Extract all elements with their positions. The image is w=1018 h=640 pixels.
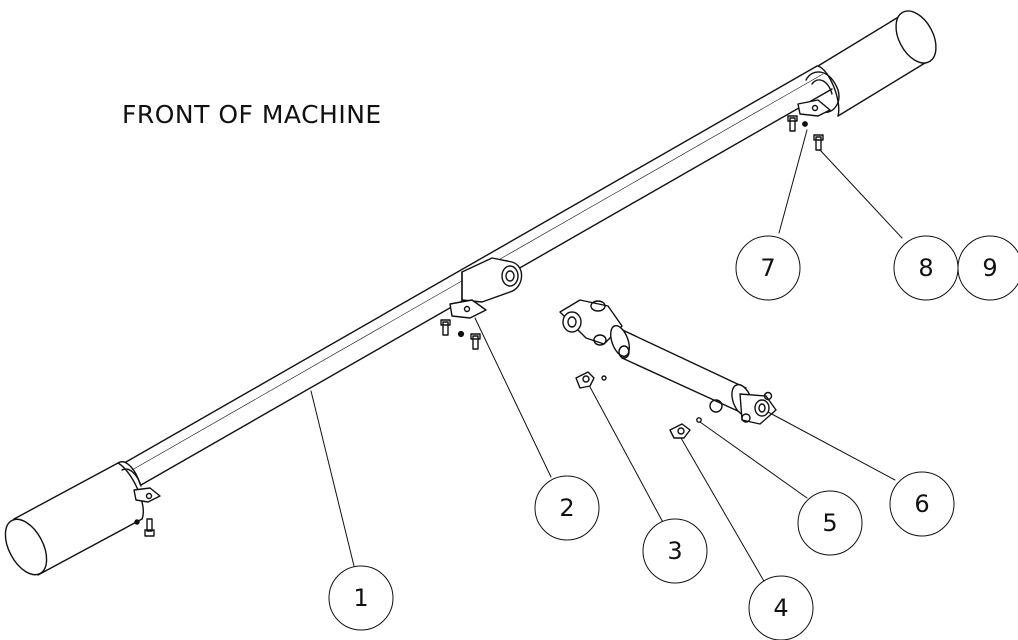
callout-bubble-4 — [748, 575, 814, 640]
fitting-part-3 — [575, 371, 607, 389]
callout-number-4: 4 — [773, 594, 788, 622]
callout-bubble-1 — [328, 565, 394, 631]
callout-number-2: 2 — [559, 494, 574, 522]
callout-bubble-2 — [534, 475, 600, 541]
cylinder-assembly — [559, 299, 777, 425]
callout-number-9: 9 — [982, 254, 997, 282]
center-mount-bracket — [440, 257, 523, 350]
callout-bubbles — [328, 235, 1018, 640]
callout-bubble-9 — [957, 235, 1018, 301]
diagram-title: FRONT OF MACHINE — [122, 100, 382, 129]
callout-number-7: 7 — [760, 254, 775, 282]
callout-number-5: 5 — [822, 509, 837, 537]
callout-bubble-3 — [642, 518, 708, 584]
washer-part-5 — [696, 417, 702, 423]
callout-number-8: 8 — [918, 254, 933, 282]
right-end-cap — [787, 10, 937, 151]
callout-number-6: 6 — [914, 490, 929, 518]
callout-bubble-6 — [889, 471, 955, 537]
left-end-cap — [4, 461, 161, 576]
callout-number-1: 1 — [353, 584, 368, 612]
callout-bubble-5 — [797, 490, 863, 556]
callout-bubble-7 — [735, 235, 801, 301]
leader-lines — [310, 129, 903, 584]
callout-number-3: 3 — [667, 537, 682, 565]
fitting-part-4 — [669, 423, 691, 439]
